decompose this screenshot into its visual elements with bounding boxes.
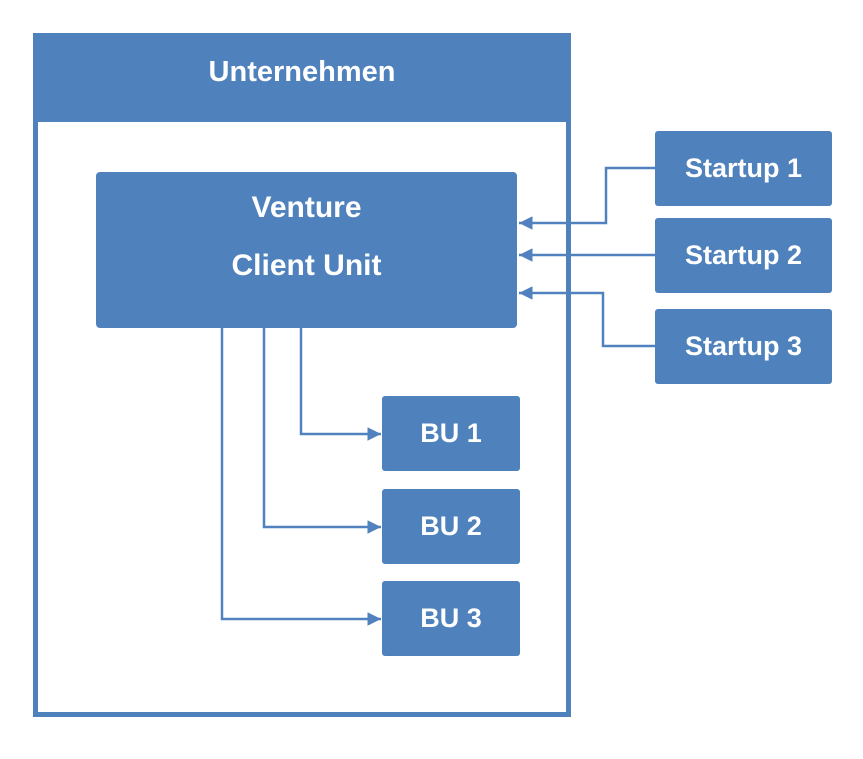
startup-2-box: Startup 2: [655, 218, 832, 293]
venture-client-unit-line2: Client Unit: [231, 249, 382, 282]
startup-3-label: Startup 3: [684, 331, 803, 361]
bu-2-box: BU 2: [382, 489, 520, 564]
bu-1-box: BU 1: [382, 396, 520, 471]
unternehmen-header: Unternehmen: [33, 33, 571, 122]
venture-client-unit-line1: Venture: [251, 191, 362, 224]
bu-1-label: BU 1: [420, 418, 482, 448]
bu-2-label: BU 2: [420, 511, 482, 541]
startup-1-box: Startup 1: [655, 131, 832, 206]
startup-3-box: Startup 3: [655, 309, 832, 384]
bu-3-box: BU 3: [382, 581, 520, 656]
startup-2-label: Startup 2: [684, 240, 803, 270]
unternehmen-label: Unternehmen: [208, 56, 396, 88]
venture-client-unit-box: Venture Client Unit: [96, 172, 517, 328]
startup-1-label: Startup 1: [684, 153, 803, 183]
bu-3-label: BU 3: [420, 603, 482, 633]
